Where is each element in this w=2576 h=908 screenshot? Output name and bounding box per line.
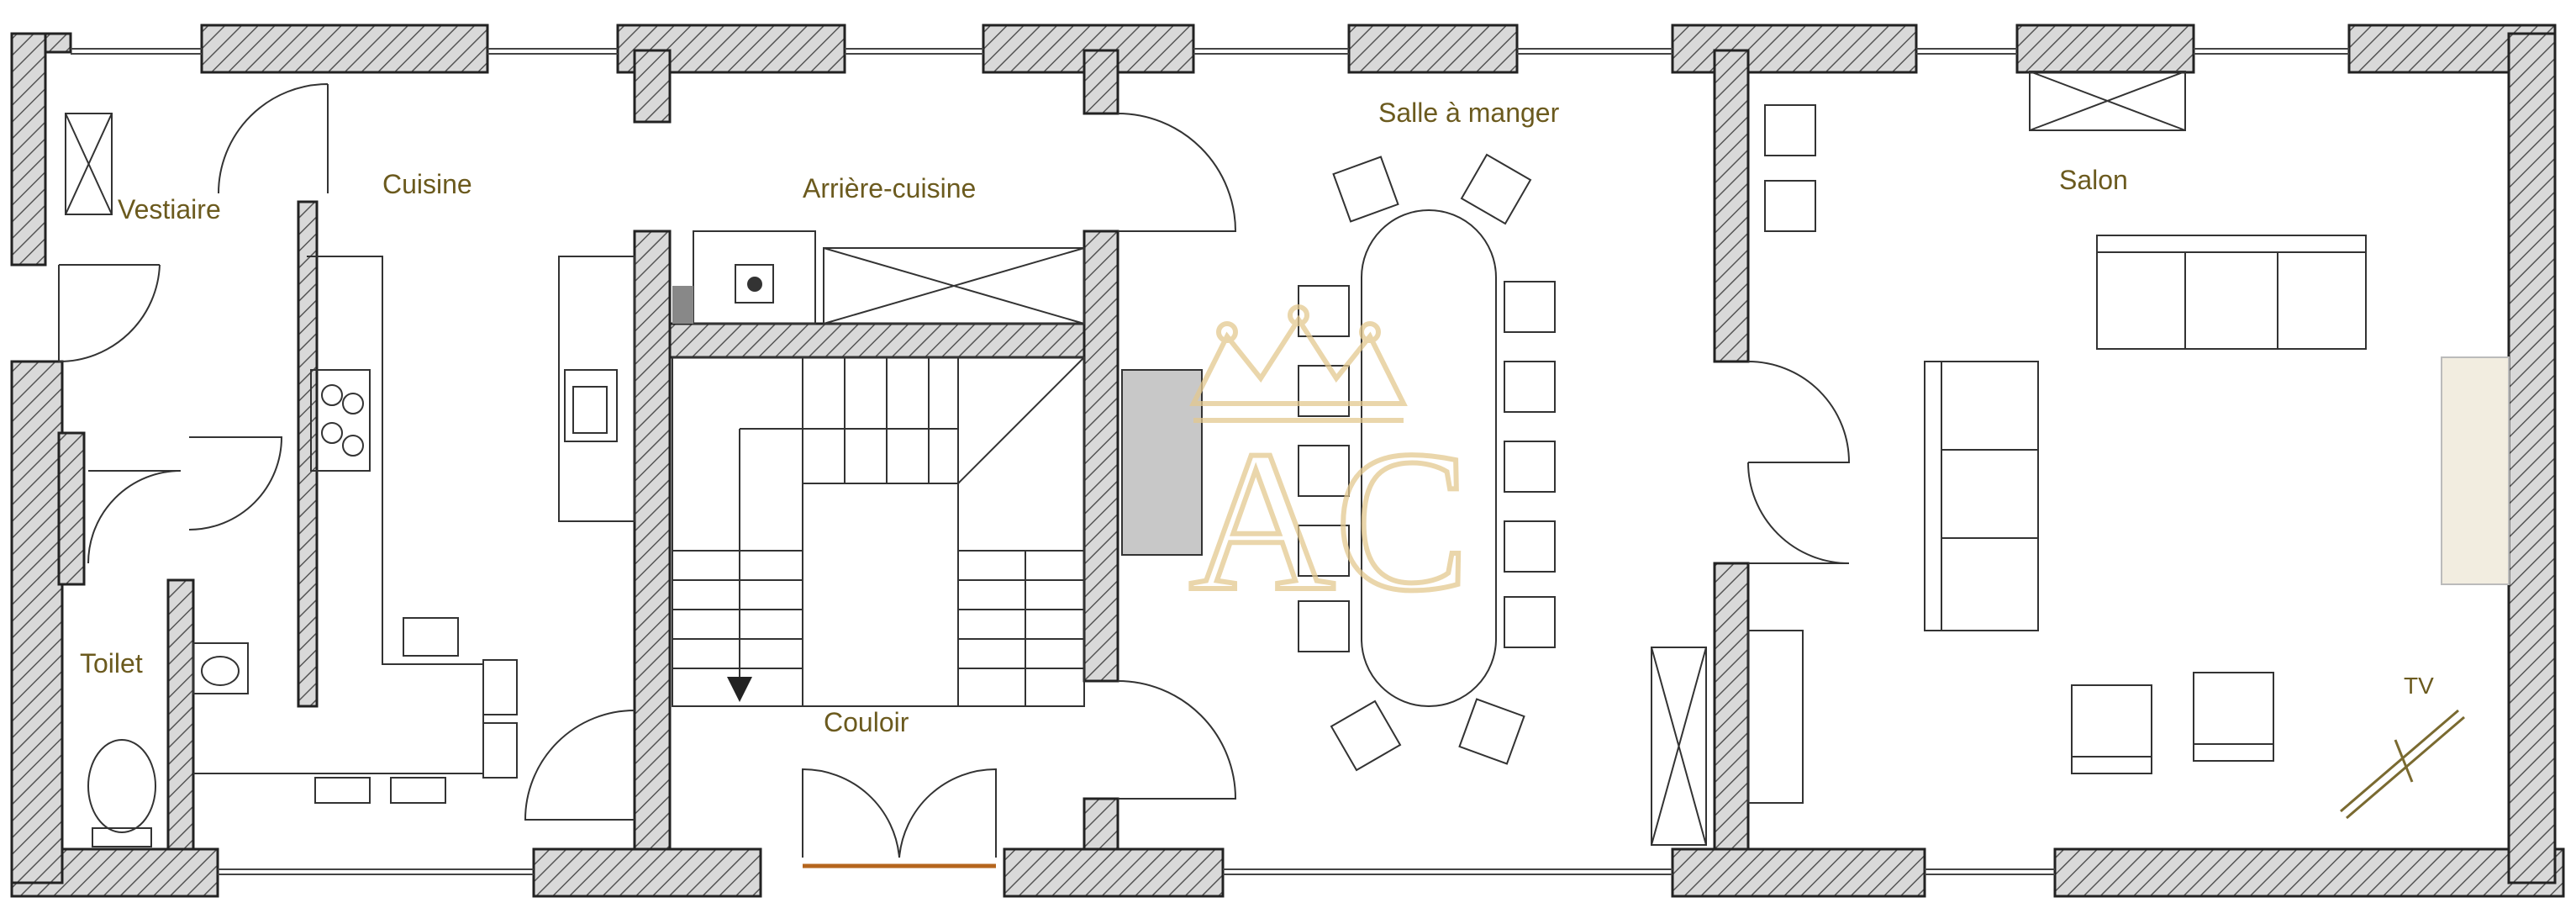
room-label-vestiaire: Vestiaire	[118, 194, 221, 224]
kitchen-counter	[193, 256, 635, 774]
arriere-cuisine-fixtures	[693, 230, 1085, 325]
kitchen-stools	[314, 617, 518, 804]
room-label-salon: Salon	[2059, 165, 2128, 195]
doors	[58, 83, 1851, 858]
staircase	[672, 356, 1085, 707]
dining-chairs	[1298, 153, 1556, 772]
salon-rug	[2441, 356, 2510, 585]
crown-logo-icon	[1189, 304, 1408, 423]
stair-arrow-icon	[727, 677, 752, 702]
interior-walls	[57, 49, 1750, 851]
room-label-couloir: Couloir	[824, 707, 909, 737]
room-label-cuisine: Cuisine	[382, 169, 472, 199]
dining-table	[1361, 209, 1497, 707]
room-label-salle-a-manger: Salle à manger	[1378, 98, 1560, 128]
room-label-toilet: Toilet	[80, 648, 143, 678]
vestiaire-closet	[65, 113, 113, 215]
fireplace	[1121, 369, 1203, 556]
tv-label: TV	[2404, 673, 2434, 699]
room-label-arriere-cuisine: Arrière-cuisine	[803, 173, 976, 203]
toilet-fixtures	[87, 642, 249, 847]
watermark-monogram: AC	[1189, 409, 1469, 632]
salon-furniture	[1651, 71, 2367, 846]
tv-icon	[2340, 709, 2465, 820]
windows	[71, 48, 2349, 875]
